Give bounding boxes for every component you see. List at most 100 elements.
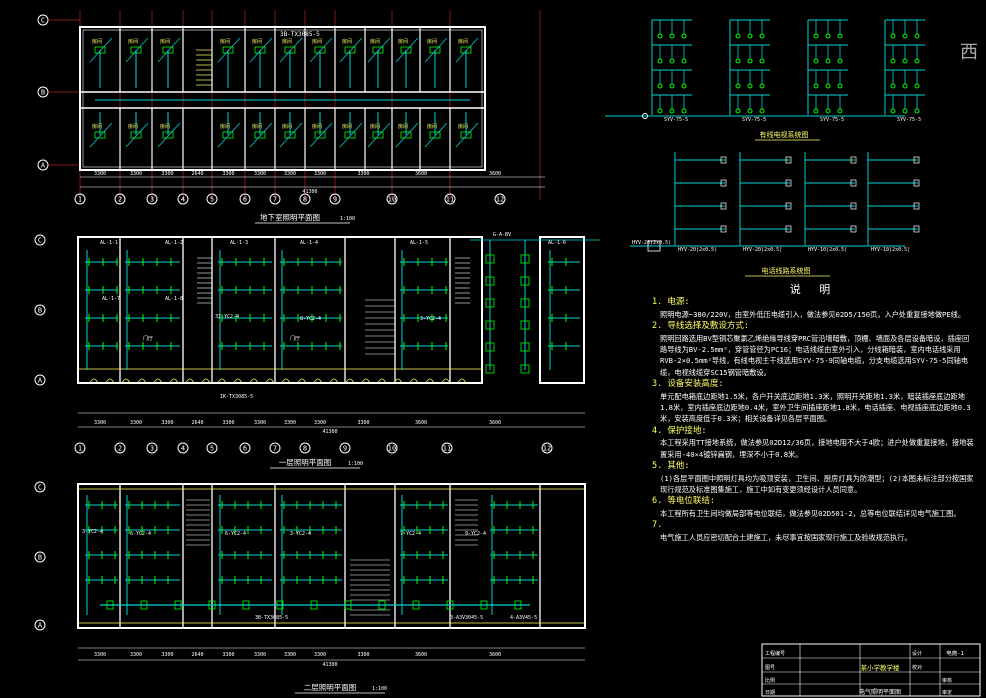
plan-scale: 1:100: [348, 461, 363, 467]
note-section-title: 7.: [652, 520, 974, 531]
window-arc: [345, 378, 355, 384]
note-title: 等电位联结:: [667, 496, 715, 507]
circuit-label: 37-YC2-4: [215, 314, 239, 320]
axis-number: 1: [78, 445, 82, 453]
axis-number: 4: [181, 445, 185, 453]
note-text: 本工程所有卫生间均做局部等电位联结，做法参见02D501-2，总等电位联结详见电…: [660, 508, 961, 518]
note-item: 3. 设备安装高度:单元配电箱底边距地1.5米，各户开关底边距地1.3米，照明开…: [652, 379, 974, 425]
wire-run: [339, 37, 363, 63]
axis-number: 11: [443, 445, 451, 453]
room-label: 房间: [427, 38, 437, 45]
note-number: 4.: [652, 425, 668, 436]
window-arc: [137, 378, 147, 384]
dim-value: 3300: [284, 420, 296, 426]
wire-run: [125, 37, 149, 63]
tv-outlet: [669, 58, 675, 64]
note-title: 其他:: [667, 461, 690, 472]
plan-title: 二层照明平面图: [304, 683, 357, 692]
tv-outlet: [837, 58, 843, 64]
window-arc: [329, 378, 339, 384]
window-arc: [249, 378, 259, 384]
wire-run: [455, 37, 479, 63]
note-item: 4. 保护接地:本工程采用TT接地系统，做法参见02D12/36页，接地电阻不大…: [652, 426, 974, 460]
phone-outlet: [913, 202, 920, 210]
axis-number: 10: [388, 445, 396, 453]
dim-value: 3300: [284, 171, 296, 177]
phone-outlet: [720, 202, 727, 210]
tv-outlet: [747, 33, 753, 39]
note-section-title: 4. 保护接地:: [652, 426, 974, 437]
dim-value: 3300: [254, 652, 266, 658]
axis-bubble: [206, 193, 218, 205]
dim-value: 3300: [222, 652, 234, 658]
dim-value: 3300: [94, 420, 106, 426]
axis-bubble: [339, 442, 351, 454]
tv-outlet: [837, 108, 843, 114]
tv-outlet: [914, 108, 920, 114]
light-fixture: [378, 600, 386, 610]
light-fixture: [520, 276, 530, 286]
tv-outlet: [759, 58, 765, 64]
phone-outlet: [785, 156, 792, 164]
axis-letter: C: [38, 237, 42, 245]
room-label: 房间: [160, 38, 170, 45]
axis-letter: B: [38, 554, 42, 562]
note-title: 保护接地:: [667, 425, 707, 436]
note-title: 设备安装高度:: [667, 379, 724, 390]
note-section-title: 6. 等电位联结:: [652, 496, 974, 507]
axis-number: 6: [243, 196, 247, 204]
wire-run: [455, 122, 479, 148]
axis-bubble: [444, 193, 456, 205]
dim-value: 3300: [94, 171, 106, 177]
wire-run: [367, 122, 391, 148]
wire-run: [249, 122, 273, 148]
window-arc: [313, 378, 323, 384]
circuit-label: AL-1-3: [230, 240, 248, 246]
axis-number: 5: [210, 445, 214, 453]
tv-outlet: [657, 33, 663, 39]
wire-run: [157, 37, 181, 63]
room-label: 房间: [92, 123, 102, 130]
tv-outlet: [902, 83, 908, 89]
phone-cable-label: HYV-10(2x0.5): [808, 247, 847, 253]
room-label: 房间: [220, 38, 230, 45]
room-label: 房间: [282, 123, 292, 130]
axis-number: 2: [118, 196, 122, 204]
room-label: 房间: [252, 123, 262, 130]
window-arc: [121, 378, 131, 384]
note-number: 7.: [652, 520, 663, 531]
light-fixture: [446, 600, 454, 610]
tv-outlet: [669, 83, 675, 89]
dim-value: 3300: [357, 652, 369, 658]
circuit-label: AL-1-2: [165, 240, 183, 246]
wire-run: [367, 37, 391, 63]
dim-value: 2640: [191, 652, 203, 658]
axis-bubble: [386, 442, 398, 454]
title-field-label: 校对: [912, 664, 922, 671]
axis-bubble: [146, 442, 158, 454]
dim-value: 3300: [130, 652, 142, 658]
circuit-label: 7-YC2-4: [400, 531, 421, 537]
axis-number: 6: [243, 445, 247, 453]
dim-value: 3300: [254, 171, 266, 177]
axis-bubble: [34, 481, 46, 493]
tv-outlet: [813, 33, 819, 39]
axis-bubble: [329, 193, 341, 205]
light-fixture: [485, 342, 495, 352]
phone-outlet: [785, 225, 792, 233]
axis-letter: A: [38, 622, 43, 630]
dim-value: 3300: [314, 171, 326, 177]
title-field-label: 审定: [942, 689, 952, 696]
light-fixture: [480, 600, 488, 610]
axis-number: 7: [273, 445, 277, 453]
axis-number: 5: [210, 196, 214, 204]
dim-value: 3600: [489, 171, 501, 177]
note-number: 6.: [652, 496, 668, 507]
dim-value: 3600: [415, 420, 427, 426]
wire-run: [339, 122, 363, 148]
dim-value: 3300: [161, 171, 173, 177]
tv-outlet: [825, 58, 831, 64]
tv-outlet: [681, 108, 687, 114]
